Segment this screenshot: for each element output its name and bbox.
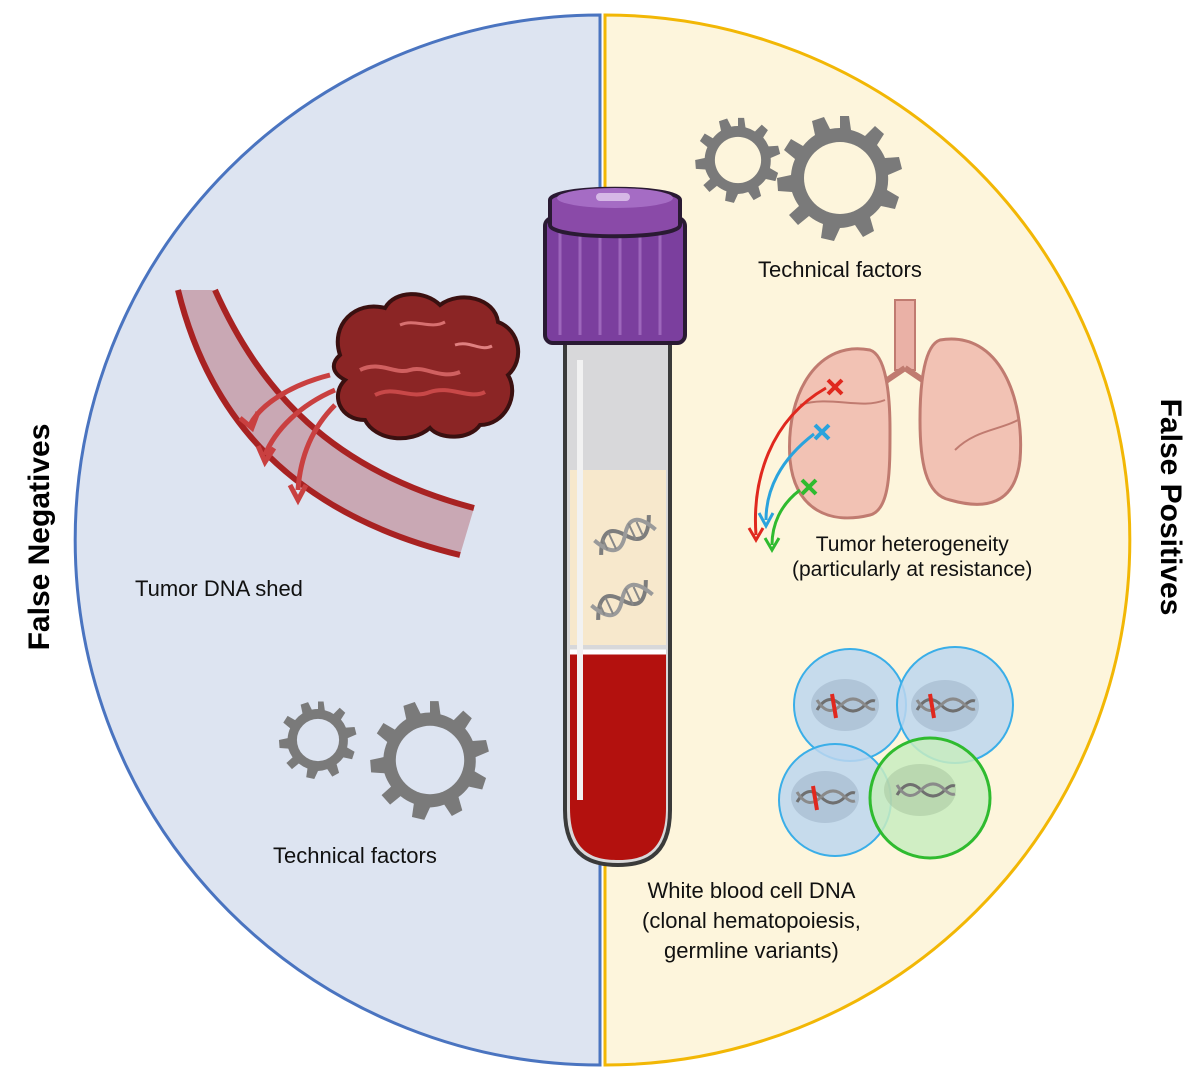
blood-tube-icon [543,186,687,868]
tumor-heterogeneity-label: Tumor heterogeneity (particularly at res… [792,532,1032,582]
false-positives-panel [603,13,1132,1067]
technical-factors-gears-right [695,116,902,241]
tumor-dna-shed-label: Tumor DNA shed [135,576,303,601]
false-positives-title: False Positives [1154,398,1187,616]
white-blood-cell-dna-label: White blood cell DNA (clonal hematopoies… [642,876,861,966]
technical-factors-label-right: Technical factors [758,257,922,282]
wbc-label-line1: White blood cell DNA [647,878,856,903]
white-blood-cell-icon [778,646,1014,860]
lungs-icon [747,299,1023,553]
technical-factors-gears-left [278,701,489,820]
dna-shed-arrows [238,372,337,506]
wbc-label-line3: germline variants) [664,938,839,963]
tumor-heterogeneity-line1: Tumor heterogeneity [815,533,1009,556]
false-negatives-title: False Negatives [23,423,56,651]
tumor-heterogeneity-line2: (particularly at resistance) [792,558,1033,581]
technical-factors-label-left: Technical factors [273,843,437,868]
false-negatives-panel [73,13,602,1067]
wbc-label-line2: (clonal hematopoiesis, [642,908,861,933]
tumor-icon [331,292,521,441]
